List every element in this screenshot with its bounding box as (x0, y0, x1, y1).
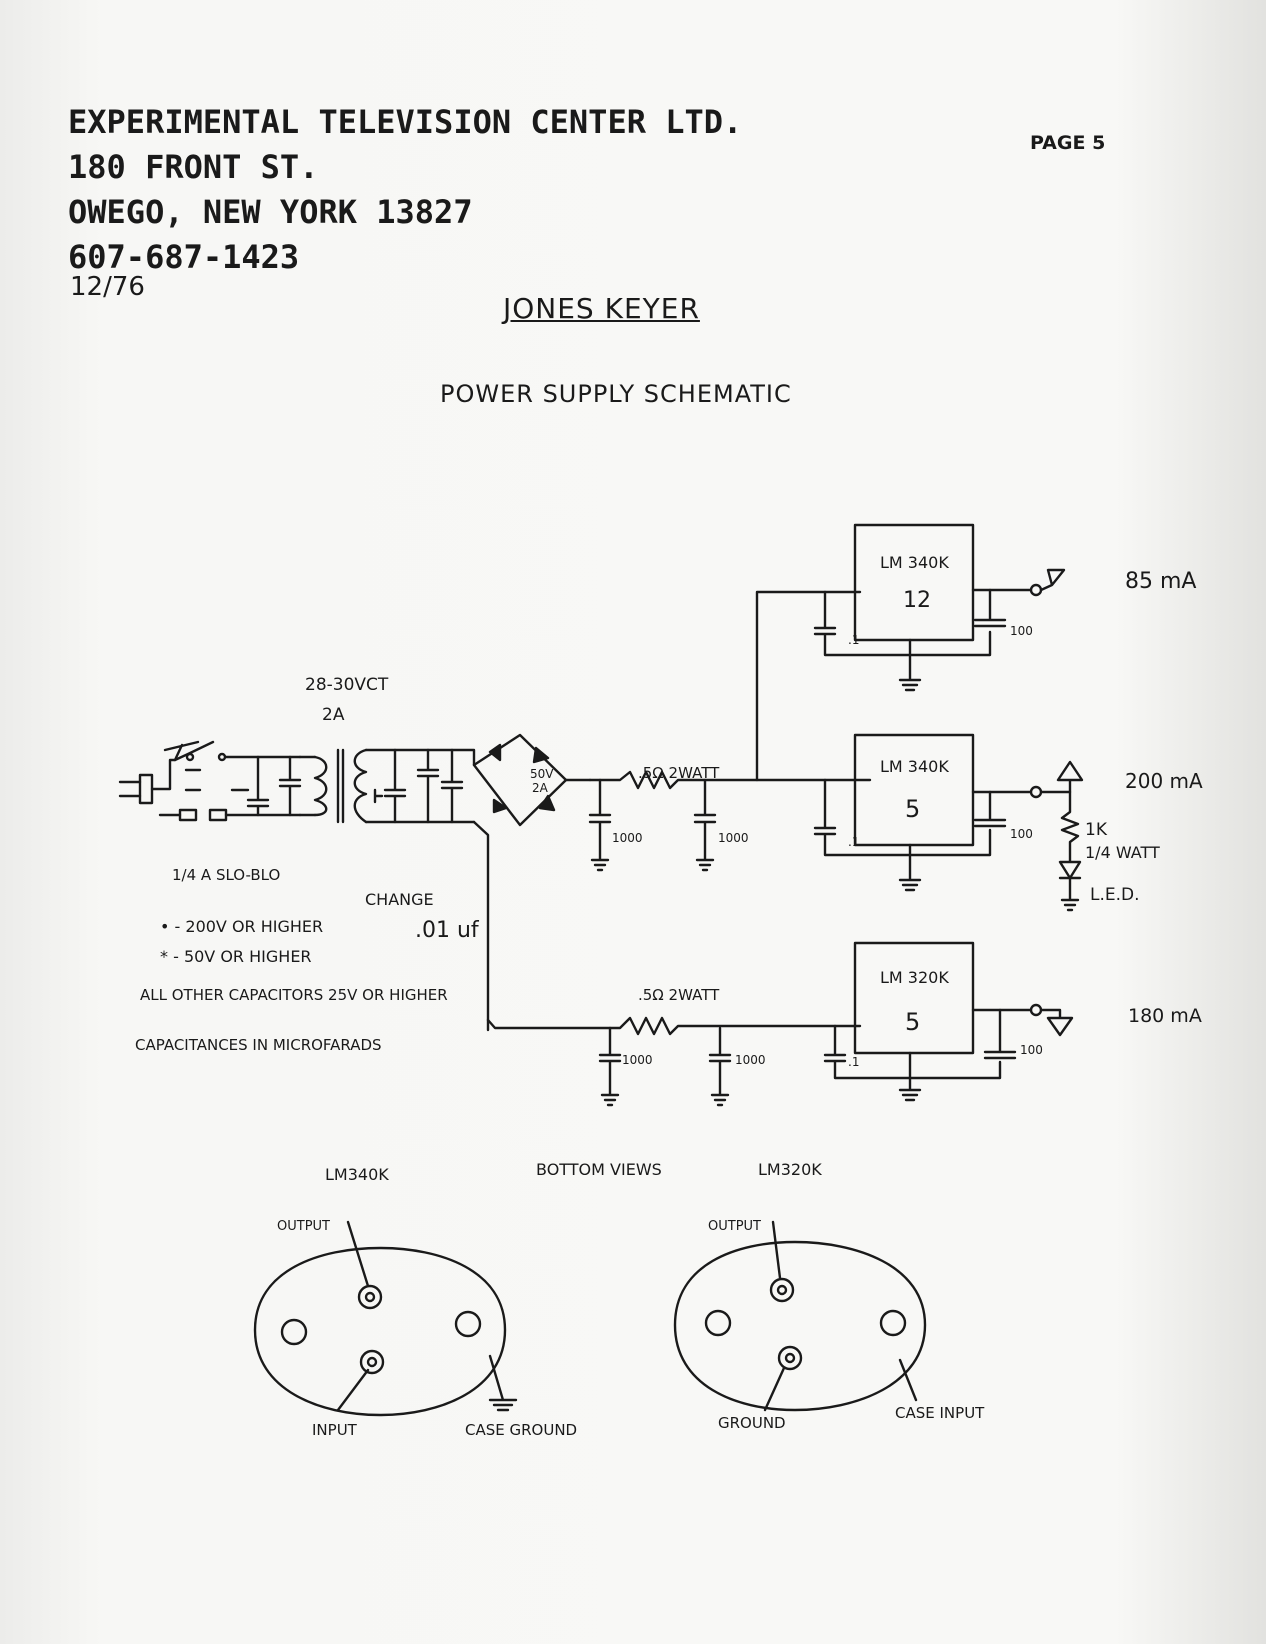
change-note: CHANGE (365, 890, 434, 909)
schematic-title: POWER SUPPLY SCHEMATIC (440, 380, 792, 408)
cap-100-b: 100 (1010, 827, 1033, 841)
regulator-12v-voltage: 12 (903, 588, 931, 613)
cap-01-c: .1 (848, 1055, 859, 1069)
change-note-value: .01 uf (415, 918, 480, 943)
note-capacitance-units: CAPACITANCES IN MICROFARADS (135, 1036, 382, 1054)
regulator-5v-part: LM 340K (880, 757, 949, 776)
cap-1000-a: 1000 (612, 831, 643, 845)
transformer-voltage-label: 28-30VCT (305, 675, 389, 695)
company-name: EXPERIMENTAL TELEVISION CENTER LTD. (68, 103, 743, 141)
regulator-neg5v-part: LM 320K (880, 968, 949, 987)
regulator-neg5v-wiring (823, 1003, 1074, 1102)
regulator-neg5v-body (853, 941, 975, 1055)
regulator-5v-voltage: 5 (905, 795, 920, 823)
note-other-capacitors: ALL OTHER CAPACITORS 25V OR HIGHER (140, 986, 448, 1004)
fuse-label: 1/4 A SLO-BLO (172, 866, 280, 884)
negative-filter-capacitors (598, 1026, 732, 1107)
cap-1000-c: 1000 (622, 1053, 653, 1067)
bridge-rectifier (472, 733, 592, 1032)
page-number: PAGE 5 (1030, 132, 1106, 154)
primary-leads (298, 755, 317, 817)
line-filter-capacitors (230, 755, 302, 817)
right-top-pin-label: OUTPUT (708, 1219, 761, 1234)
left-top-pin-label: OUTPUT (277, 1219, 330, 1234)
secondary-capacitors (373, 748, 464, 824)
main-rail (588, 770, 872, 790)
fuse (158, 808, 302, 822)
left-bottom-pin-label: INPUT (312, 1421, 358, 1439)
regulator-12v-wiring (813, 568, 1066, 692)
city-address: OWEGO, NEW YORK 13827 (68, 193, 473, 231)
right-case-label: CASE INPUT (895, 1404, 985, 1422)
street-address: 180 FRONT ST. (68, 148, 319, 186)
bottom-view-right-part: LM320K (758, 1160, 822, 1179)
cap-100-c: 100 (1020, 1043, 1043, 1057)
resistor-top-label: .5Ω 2WATT (638, 764, 720, 782)
regulator-12v-body (853, 523, 975, 642)
cap-1000-d: 1000 (735, 1053, 766, 1067)
page-title: JONES KEYER (503, 292, 700, 325)
regulator-5v-wiring (813, 760, 1084, 912)
ac-plug (118, 740, 202, 805)
power-switch (173, 740, 302, 762)
regulator-12v-part: LM 340K (880, 553, 949, 572)
cap-1000-b: 1000 (718, 831, 749, 845)
bridge-voltage-label: 50V (530, 767, 554, 781)
letterhead: EXPERIMENTAL TELEVISION CENTER LTD. 180 … (68, 100, 742, 280)
main-filter-capacitors (588, 778, 717, 872)
left-case-label: CASE GROUND (465, 1421, 577, 1439)
regulator-12v-output: 85 mA (1125, 569, 1196, 594)
bottom-views-heading: BOTTOM VIEWS (536, 1160, 662, 1179)
cap-01-a: .1 (848, 633, 859, 647)
note-star-capacitors: * - 50V OR HIGHER (160, 947, 312, 966)
regulator-neg5v-output: 180 mA (1128, 1005, 1202, 1027)
led-resistor-label: 1K (1085, 820, 1108, 840)
regulator-5v-body (853, 733, 975, 847)
bridge-current-label: 2A (532, 781, 549, 795)
transformer (313, 748, 476, 824)
cap-100-a: 100 (1010, 624, 1033, 638)
led-label: L.E.D. (1090, 885, 1140, 905)
regulator-neg5v-voltage: 5 (905, 1008, 920, 1036)
phone-number: 607-687-1423 (68, 238, 300, 276)
bottom-view-left-part: LM340K (325, 1165, 389, 1184)
lm340k-package (253, 1220, 518, 1417)
cap-01-b: .1 (848, 835, 859, 849)
led-resistor-rating: 1/4 WATT (1085, 843, 1160, 862)
branch-12v (755, 590, 862, 782)
negative-rail (486, 1016, 862, 1036)
lm320k-package (673, 1220, 927, 1412)
document-date: 12/76 (70, 272, 145, 302)
note-dot-capacitors: • - 200V OR HIGHER (160, 917, 323, 936)
right-bottom-pin-label: GROUND (718, 1414, 786, 1432)
transformer-current-label: 2A (322, 705, 345, 725)
regulator-5v-output: 200 mA (1125, 769, 1203, 793)
resistor-bottom-label: .5Ω 2WATT (638, 986, 720, 1004)
